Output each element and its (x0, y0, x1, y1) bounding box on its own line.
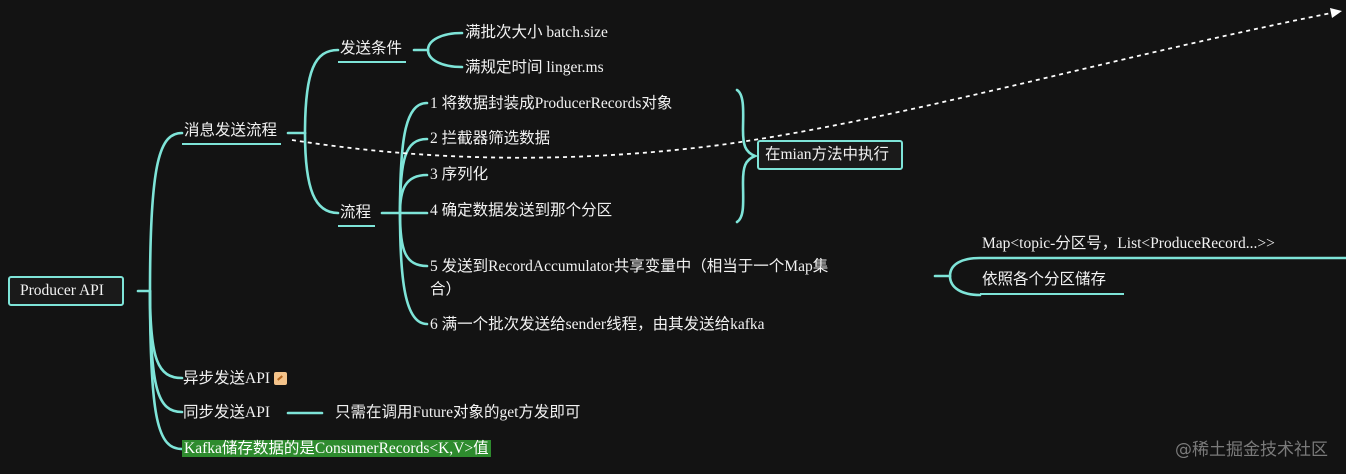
node-step-4[interactable]: 4 确定数据发送到那个分区 (430, 202, 613, 219)
node-sync-api[interactable]: 同步发送API (183, 404, 270, 421)
node-condition-linger-ms[interactable]: 满规定时间 linger.ms (465, 59, 604, 76)
node-accumulator-map[interactable]: Map<topic-分区号，List<ProduceRecord...>> (982, 235, 1275, 252)
kafka-storage-highlight: Kafka储存数据的是ConsumerRecords<K,V>值 (182, 440, 491, 457)
node-async-api[interactable]: 异步发送API (183, 369, 287, 389)
node-step-3[interactable]: 3 序列化 (430, 166, 489, 183)
node-step-5[interactable]: 5 发送到RecordAccumulator共享变量中（相当于一个Map集 (430, 258, 829, 275)
node-process[interactable]: 流程 (338, 203, 376, 227)
node-accumulator-partition[interactable]: 依照各个分区储存 (980, 270, 1125, 295)
node-step-5-continued: 合） (430, 281, 462, 298)
root-node[interactable]: Producer API (8, 276, 124, 306)
async-api-label: 异步发送API (183, 370, 270, 387)
node-sync-note[interactable]: 只需在调用Future对象的get方发即可 (335, 404, 581, 421)
node-step-6[interactable]: 6 满一个批次发送给sender线程，由其发送给kafka (430, 316, 765, 333)
node-message-flow[interactable]: 消息发送流程 (182, 121, 282, 145)
node-summary-main-method[interactable]: 在mian方法中执行 (757, 140, 903, 170)
note-icon[interactable] (273, 372, 287, 385)
watermark: @稀土掘金技术社区 (1175, 440, 1328, 460)
node-step-1[interactable]: 1 将数据封装成ProducerRecords对象 (430, 95, 673, 112)
node-condition-batch-size[interactable]: 满批次大小 batch.size (465, 24, 608, 41)
node-step-2[interactable]: 2 拦截器筛选数据 (430, 130, 551, 147)
node-kafka-storage[interactable]: Kafka储存数据的是ConsumerRecords<K,V>值 (182, 439, 491, 459)
node-send-condition[interactable]: 发送条件 (338, 39, 407, 63)
